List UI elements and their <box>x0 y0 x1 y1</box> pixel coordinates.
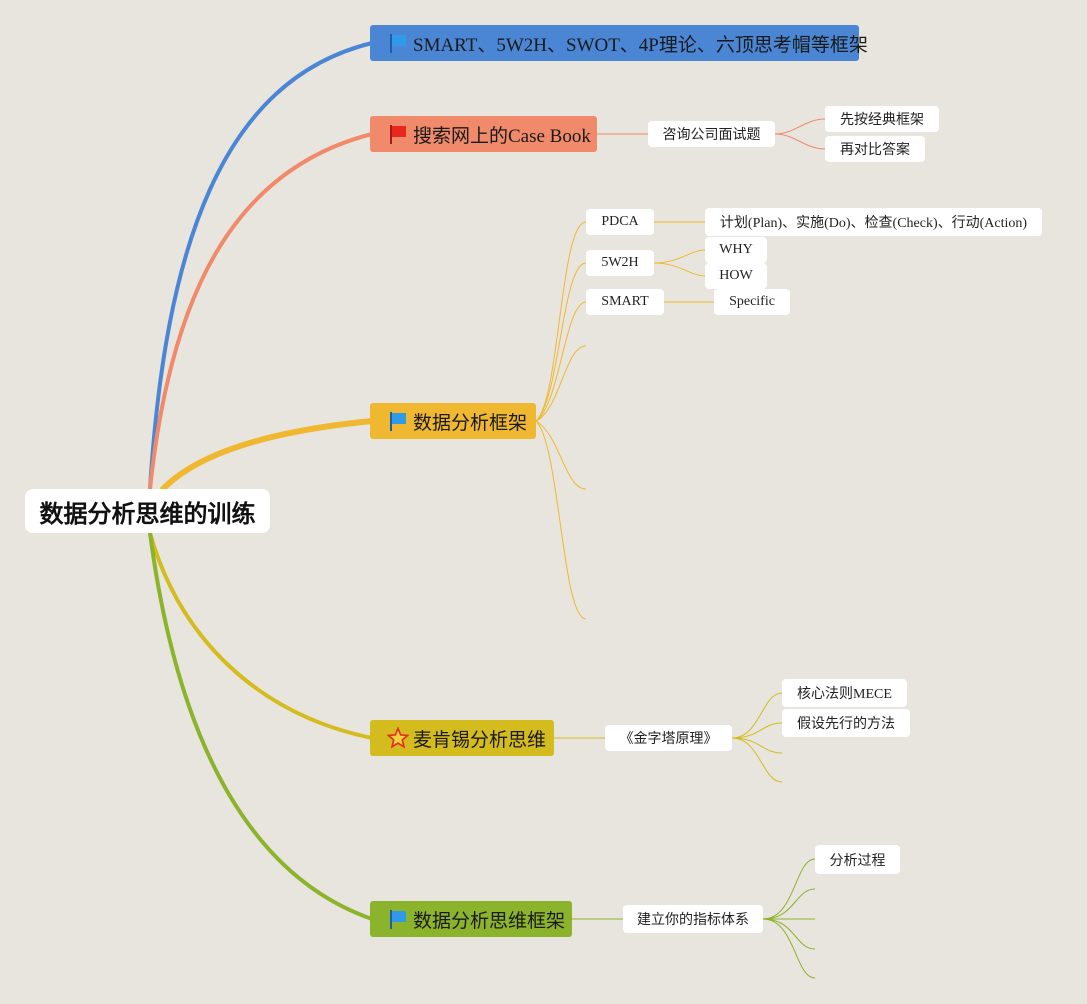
node-analysis-process[interactable]: 分析过程 <box>815 845 900 874</box>
branch-connector-3 <box>159 418 373 493</box>
red-flag-icon <box>390 125 406 144</box>
node-smart[interactable]: SMART <box>586 289 664 315</box>
node-5w2h[interactable]: 5W2H <box>586 250 654 276</box>
star-icon <box>387 727 409 749</box>
branch-connector-5 <box>148 532 373 921</box>
branch-label: 搜索网上的Case Book <box>413 125 591 147</box>
branch-label: 数据分析框架 <box>413 412 528 434</box>
node-pyramid-principle[interactable]: 《金字塔原理》 <box>605 725 732 751</box>
node-how[interactable]: HOW <box>705 263 767 289</box>
blue-flag-icon <box>390 34 406 53</box>
branch-casebook[interactable]: 搜索网上的Case Book <box>370 116 597 152</box>
branch-connector-1 <box>148 41 373 490</box>
branch-label: 麦肯锡分析思维 <box>413 729 547 751</box>
node-specific[interactable]: Specific <box>714 289 790 315</box>
node-consulting-questions[interactable]: 咨询公司面试题 <box>648 121 775 147</box>
connector-consult-classic <box>774 118 826 135</box>
node-metrics-system[interactable]: 建立你的指标体系 <box>623 905 763 933</box>
node-why[interactable]: WHY <box>705 237 767 263</box>
branch-connector-2 <box>148 132 373 490</box>
blue-flag-icon <box>390 412 406 431</box>
branch-thinking-framework[interactable]: 数据分析思维框架 <box>370 901 572 937</box>
node-pdca[interactable]: PDCA <box>586 209 654 235</box>
branch-mckinsey-thinking[interactable]: 麦肯锡分析思维 <box>370 720 554 756</box>
node-hypothesis-first[interactable]: 假设先行的方法 <box>782 709 910 737</box>
branch-frameworks-list[interactable]: SMART、5W2H、SWOT、4P理论、六顶思考帽等框架 <box>370 25 868 61</box>
metrics-connectors <box>572 858 816 979</box>
branch-data-analysis-framework[interactable]: 数据分析框架 <box>370 403 536 439</box>
node-compare-answer[interactable]: 再对比答案 <box>825 136 925 162</box>
node-pdca-detail[interactable]: 计划(Plan)、实施(Do)、检查(Check)、行动(Action) <box>705 208 1042 236</box>
blue-flag-icon <box>390 910 406 929</box>
node-classic-framework[interactable]: 先按经典框架 <box>825 106 939 132</box>
root-node[interactable]: 数据分析思维的训练 <box>25 489 270 533</box>
branch-label: SMART、5W2H、SWOT、4P理论、六顶思考帽等框架 <box>413 34 868 56</box>
framework-connectors <box>535 221 714 620</box>
branch-label: 数据分析思维框架 <box>413 910 566 932</box>
mckinsey-connectors <box>554 692 783 783</box>
node-mece[interactable]: 核心法则MECE <box>782 679 907 707</box>
connector-consult-compare <box>774 133 826 150</box>
branch-connector-4 <box>148 532 373 740</box>
